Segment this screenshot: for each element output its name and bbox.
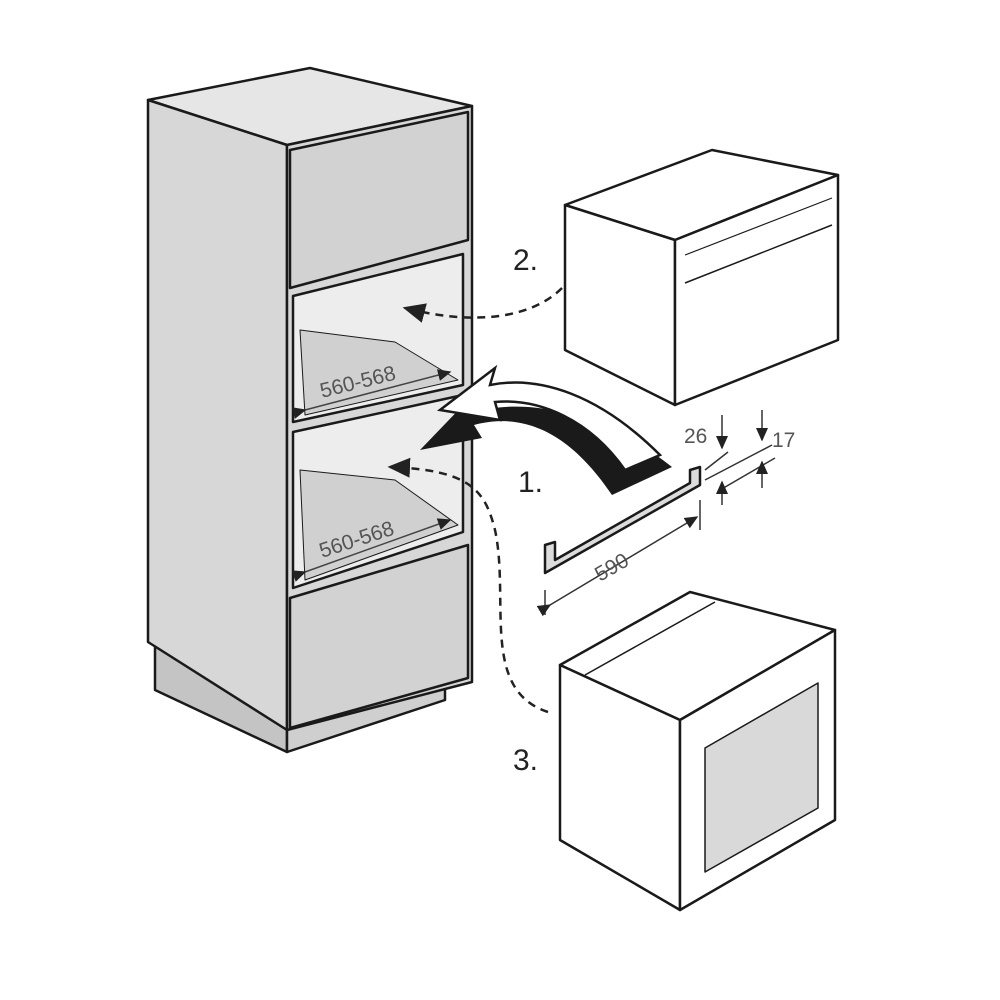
step-1-label: 1. [518, 466, 543, 499]
top-door [288, 110, 470, 290]
tall-cabinet [146, 66, 474, 754]
oven-appliance [558, 590, 837, 912]
oven-window [704, 682, 819, 873]
step-2-label: 2. [513, 244, 538, 277]
rail-height-outer-label: 26 [684, 425, 707, 448]
placement-dashed-arrows [387, 287, 563, 714]
rail-height-inner-label: 17 [772, 429, 795, 452]
step-3-label: 3. [513, 744, 538, 777]
insert-rail-arrow [420, 364, 672, 495]
rail-length-label: 590 [591, 549, 633, 586]
compact-appliance [563, 148, 840, 407]
niche-dimension-lines [291, 369, 452, 582]
rail-dimension-lines [536, 410, 776, 617]
cabinet-side [146, 98, 289, 732]
